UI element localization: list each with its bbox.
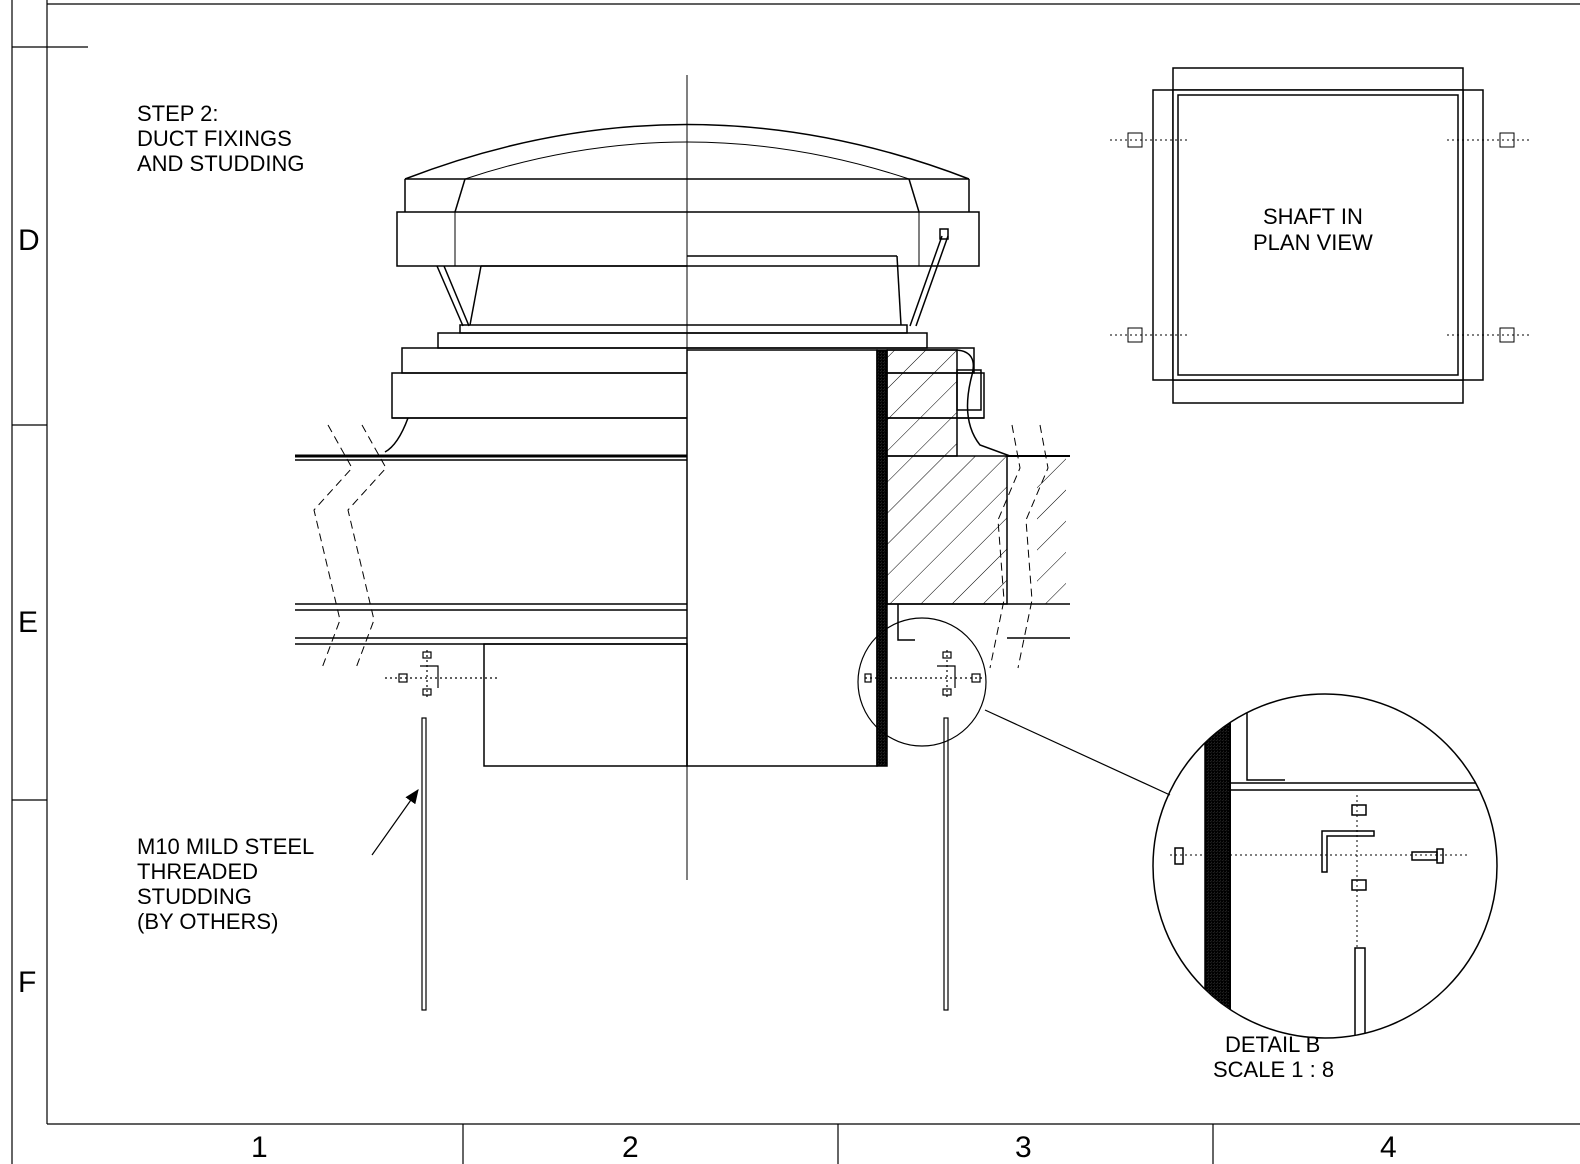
plan-view-label-line-1: SHAFT IN	[1263, 204, 1363, 229]
step-title-line-2: DUCT FIXINGS	[137, 126, 292, 151]
studding-leader	[371, 789, 419, 856]
plan-view-label-line-2: PLAN VIEW	[1253, 230, 1373, 255]
studding-note-line-2: THREADED	[137, 859, 259, 884]
upstand-hatched	[886, 349, 1070, 669]
detail-title: DETAIL B	[1225, 1032, 1321, 1057]
duct-section	[483, 349, 888, 767]
studding-note-line-4: (BY OTHERS)	[137, 909, 279, 934]
detail-callout	[857, 617, 1171, 796]
grid-row-d: D	[18, 224, 40, 257]
shaft-plan-view	[1110, 67, 1530, 404]
grid-col-3: 3	[1015, 1131, 1032, 1164]
detail-scale: SCALE 1 : 8	[1213, 1057, 1335, 1082]
step-title-line-3: AND STUDDING	[137, 151, 305, 176]
grid-row-e: E	[18, 606, 39, 639]
detail-b-view	[1152, 693, 1498, 1039]
bracket-fixing-right	[864, 650, 985, 1011]
bracket-fixing-left	[385, 650, 500, 1011]
grid-col-2: 2	[622, 1131, 639, 1164]
studding-note-line-1: M10 MILD STEEL	[137, 834, 315, 859]
grid-col-4: 4	[1380, 1131, 1397, 1164]
studding-note-line-3: STUDDING	[137, 884, 252, 909]
grid-col-1: 1	[251, 1131, 268, 1164]
roof-slab-left	[295, 424, 687, 669]
drawing-frame	[11, 0, 1580, 1164]
step-title-line-1: STEP 2:	[137, 101, 219, 126]
ventilator-dome	[396, 123, 980, 327]
grid-row-f: F	[18, 966, 37, 999]
